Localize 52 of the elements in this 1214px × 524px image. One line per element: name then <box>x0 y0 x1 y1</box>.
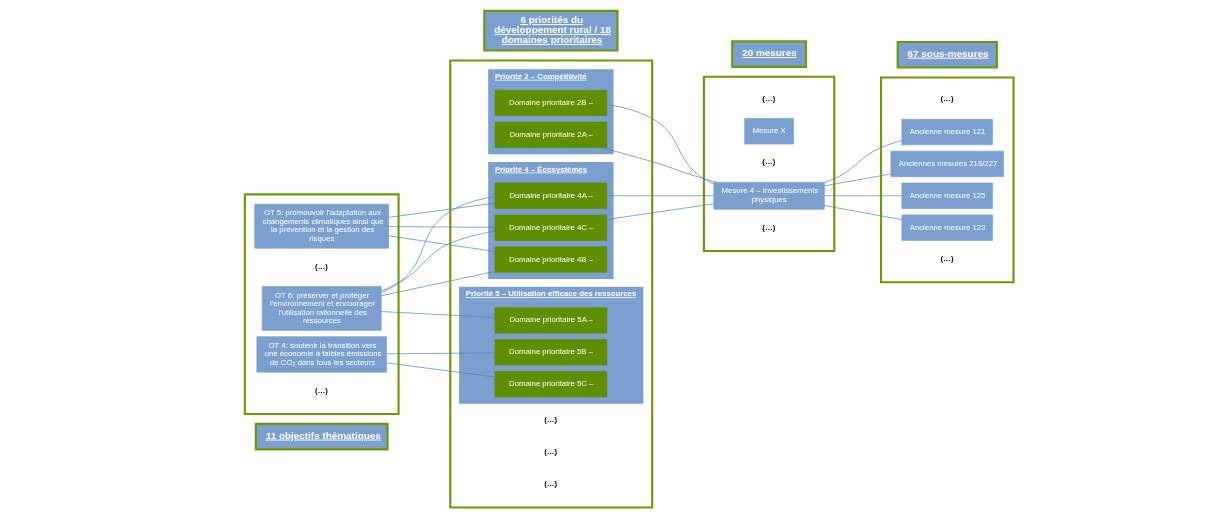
connector <box>600 147 717 183</box>
cluster <box>448 59 653 509</box>
connector <box>823 205 902 220</box>
cluster <box>879 76 1015 284</box>
node-box: Ancienne mesure 125 <box>901 182 993 209</box>
cluster <box>243 193 400 416</box>
node-box: Domaine prioritaire 5C – <box>494 371 607 398</box>
node-box: Domaine prioritaire 2A – <box>494 121 607 148</box>
node-box: Anciennes mesures 218/227 <box>890 150 1004 177</box>
node-box: OT 6: préserver et protéger l'environnement et encourager l'utilisation rationnelle des ressources <box>261 286 382 331</box>
node-text: (…) <box>314 385 328 395</box>
connector <box>380 230 495 292</box>
node-text: (…) <box>761 93 775 103</box>
node-box: Ancienne mesure 123 <box>901 214 993 241</box>
connector <box>823 173 891 187</box>
node-box: Mesure 4 – Investissements physiques <box>712 181 825 210</box>
node-text: (…) <box>543 447 557 457</box>
connector <box>606 104 714 185</box>
connector <box>823 195 902 197</box>
node-box: Domaine prioritaire 5B – <box>494 339 607 366</box>
connector <box>385 362 495 378</box>
node-text: (…) <box>543 479 557 489</box>
connector <box>380 271 495 297</box>
node-box: Domaine prioritaire 4A – <box>494 182 607 209</box>
node-text: (…) <box>940 94 953 104</box>
connector <box>385 352 495 355</box>
node-box: OT 5: promouvoir l'adaptation aux changements climatiques ainsi que la prévention et la gestion des risques <box>253 203 389 249</box>
connector <box>823 140 902 184</box>
node-box: Mesure X <box>743 118 794 145</box>
connector <box>388 202 495 218</box>
node-box: 20 mesures <box>730 40 807 68</box>
node-text: (…) <box>940 253 953 263</box>
node-box: Domaine prioritaire 2B – <box>494 89 607 117</box>
node-text: (…) <box>761 157 775 167</box>
connector <box>388 226 495 228</box>
node-box: Ancienne mesure 121 <box>901 118 993 146</box>
node-box: 11 objectifs thématiques <box>254 422 389 451</box>
node-box: 6 priorités du développement rural / 18 domaines prioritaires <box>482 9 619 52</box>
node-text: (…) <box>314 261 328 271</box>
node-box: 67 sous-mesures <box>896 40 998 69</box>
connector <box>606 203 714 220</box>
node-box: Domaine prioritaire 4C – <box>494 214 607 241</box>
connector <box>380 311 495 318</box>
connector <box>606 195 714 197</box>
node-box: Domaine prioritaire 5A – <box>494 307 607 334</box>
connector <box>380 196 495 294</box>
node-text: (…) <box>543 415 557 425</box>
node-box: Domaine prioritaire 4B – <box>494 246 607 273</box>
node-box: OT 4: soutenir la transition vers une économie à faibles émissions de CO₂ dans tous les secteurs <box>256 336 387 373</box>
node-text: (…) <box>761 222 775 232</box>
cluster <box>702 75 835 253</box>
connector <box>388 235 495 252</box>
